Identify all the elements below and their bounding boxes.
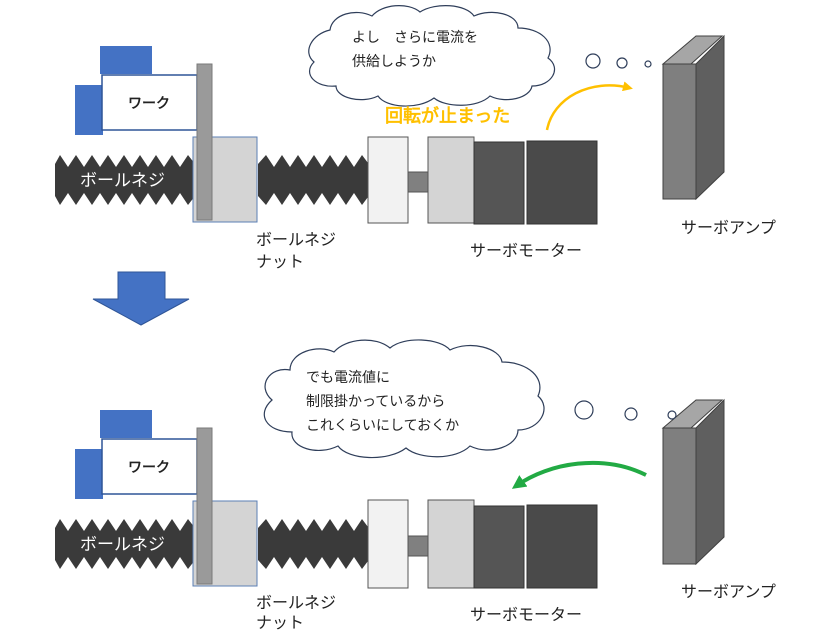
work-top-block — [100, 410, 152, 438]
thought-bubble-small — [644, 60, 652, 68]
motor-body-rear — [526, 504, 598, 589]
motor-flange — [427, 499, 475, 589]
motor-body-front — [473, 505, 525, 589]
thought-cloud — [263, 339, 545, 459]
motor-shaft — [407, 535, 429, 557]
work-left-block — [75, 85, 103, 135]
thought-line2: 供給しようか — [352, 54, 436, 70]
thought-bubble-medium — [616, 57, 628, 69]
amp-side-face — [695, 34, 725, 201]
thought-bubble-large — [585, 53, 601, 69]
nut-label-line2: ナット — [256, 252, 304, 271]
nut-plate — [196, 427, 213, 585]
motor-flange — [427, 136, 475, 224]
work-label: ワーク — [128, 96, 170, 112]
top-panel: ボールネジ ワーク ボールネジ ナット サーボモーター サーボアンプ よし さら… — [55, 5, 776, 271]
thought-bubble-small — [667, 410, 677, 420]
ballscrew-label: ボールネジ — [80, 171, 165, 191]
thought-line1: でも電流値に — [306, 370, 390, 386]
bottom-panel: ボールネジ ワーク ボールネジ ナット サーボモーター サーボアンプ でも電流値… — [55, 339, 776, 631]
work-box — [101, 74, 198, 131]
motor-body-rear — [526, 140, 598, 225]
ballscrew-body — [55, 155, 195, 205]
ballscrew-label: ボールネジ — [80, 535, 165, 555]
curved-arrow-yellow-icon — [545, 81, 633, 131]
amp-front-face — [662, 63, 697, 200]
ballscrew-body-right — [258, 155, 368, 205]
ballscrew-shaft — [55, 519, 368, 569]
motor-body-front — [473, 141, 525, 225]
amp-label: サーボアンプ — [681, 218, 776, 237]
thought-line1: よし さらに電流を — [352, 30, 478, 46]
thought-cloud — [308, 5, 555, 107]
work-box — [101, 438, 198, 495]
work-label: ワーク — [128, 460, 170, 476]
ballscrew-shaft — [55, 155, 368, 205]
nut-plate — [196, 63, 213, 221]
amp-side-face — [695, 398, 725, 566]
thought-line2: 制限掛かっているから — [306, 394, 445, 410]
motor-label: サーボモーター — [470, 241, 582, 260]
work-top-block — [100, 46, 152, 74]
coupling-left — [367, 136, 409, 224]
amp-label: サーボアンプ — [681, 582, 776, 601]
coupling-left — [367, 499, 409, 589]
thought-bubble-medium — [624, 407, 638, 421]
amp-front-face — [662, 427, 697, 565]
ballscrew-body — [55, 519, 195, 569]
curved-arrow-green-icon — [511, 460, 647, 489]
nut-label-line2: ナット — [256, 613, 304, 631]
nut-label-line1: ボールネジ — [256, 230, 336, 249]
motor-shaft — [407, 171, 429, 193]
thought-bubble-large — [574, 400, 594, 420]
nut-label-line1: ボールネジ — [256, 593, 336, 612]
motor-label: サーボモーター — [470, 605, 582, 624]
down-arrow-icon — [92, 271, 190, 326]
work-left-block — [75, 449, 103, 499]
ballscrew-body-right — [258, 519, 368, 569]
thought-line3: これくらいにしておくか — [306, 418, 459, 434]
status-text: 回転が止まった — [385, 105, 510, 127]
